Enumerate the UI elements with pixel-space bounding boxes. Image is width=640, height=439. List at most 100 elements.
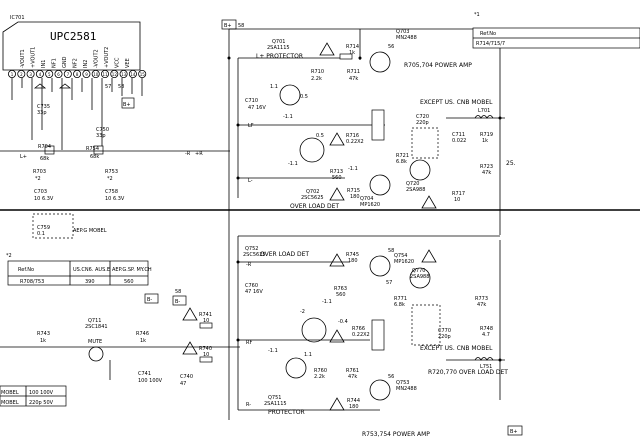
- l701-ref: L701: [478, 108, 490, 114]
- protector-bottom: PROTECTOR: [268, 409, 305, 416]
- r704-ref: R704: [38, 144, 51, 150]
- ref-table-left-h2: AEP.G.SP. MY.CH: [112, 267, 152, 273]
- r716-symbol: [371, 109, 385, 141]
- r715-ref: R715: [347, 188, 360, 194]
- ic-pin-label: IN1: [41, 60, 47, 68]
- ic-pin-number: 13: [121, 72, 127, 77]
- q711-symbol: [88, 346, 104, 362]
- val-25: 25.: [506, 160, 516, 167]
- c720-val: 220p: [416, 120, 429, 126]
- ic-pin-label: -VOUT1: [20, 49, 26, 68]
- r721-ref: R721: [396, 153, 409, 159]
- r710-ref: R710: [311, 69, 324, 75]
- q720-type: 2SA988: [406, 187, 425, 193]
- q720-ref: Q720: [406, 181, 419, 187]
- q702-symbol: [299, 137, 325, 163]
- r754-val: 68k: [90, 154, 99, 160]
- r740-ref: R740: [199, 346, 212, 352]
- ic-pin-circle: [138, 70, 147, 79]
- lf-label: LF: [248, 123, 254, 129]
- r704-val: 68k: [40, 156, 49, 162]
- c710-ref: C710: [245, 98, 258, 104]
- r748-ref: R748: [480, 326, 493, 332]
- q701-type: 2SA1115: [267, 45, 290, 51]
- r723-val: 47k: [482, 170, 491, 176]
- rail-wires: [228, 28, 500, 420]
- r745-val: 180: [348, 258, 358, 264]
- ic-pin-label: +VOUT2: [104, 47, 110, 68]
- ic-pin-label: -VOUT2: [94, 49, 100, 68]
- r703-val: *2: [35, 176, 41, 182]
- c740-ref: C740: [180, 374, 193, 380]
- c759-val: 0.1: [37, 231, 45, 237]
- l701-symbol: [474, 115, 494, 119]
- aep-dashed-box: [32, 213, 74, 239]
- c710-val: 47 16V: [248, 105, 266, 111]
- q704-type: MP1620: [360, 202, 380, 208]
- ref-table-top-header: Ref.No: [480, 31, 496, 37]
- c758-val: 10 6.3V: [105, 196, 125, 202]
- c741-val: 100 100V: [138, 378, 163, 384]
- ic-pin-number: 9: [85, 72, 88, 77]
- ic-name: UPC2581: [50, 30, 96, 43]
- node-58-top: 58: [238, 23, 244, 29]
- warning-triangle-r766: [329, 329, 345, 343]
- ic-pin-circle: [54, 70, 63, 79]
- r771-val: 6.8k: [394, 302, 405, 308]
- r761-val: 47k: [348, 374, 357, 380]
- r710-val: 2.2k: [311, 76, 322, 82]
- r741-ref: R741: [199, 312, 212, 318]
- r717-val: 10: [454, 197, 460, 203]
- ic-pin-circle: [7, 70, 16, 79]
- b-minus-label-2: B-: [175, 299, 180, 305]
- ic-pin-circle: [45, 70, 54, 79]
- l-minus-label: L-: [248, 178, 253, 184]
- b-minus-box-2: [172, 295, 187, 306]
- ic-pin-number: 6: [57, 72, 60, 77]
- node-58-bminus: 58: [175, 289, 181, 295]
- ic-pin-circle: [35, 70, 44, 79]
- r721-val: 6.8k: [396, 159, 407, 165]
- node-57-mid: 57: [386, 280, 392, 286]
- r746-ref: R746: [136, 331, 149, 337]
- c703-val: 10 6.3V: [34, 196, 54, 202]
- node-58-mid: 58: [388, 248, 394, 254]
- ic-pin-label: NF1: [52, 58, 58, 68]
- q711-ref: Q711: [88, 318, 101, 324]
- ic-pin-circle: [63, 70, 72, 79]
- q770-type: 2SA988: [410, 274, 429, 280]
- ic-pin-circle: [101, 70, 110, 79]
- amp-wires: [237, 57, 500, 411]
- b-plus-label-top: B+: [224, 23, 232, 29]
- r748-val: 4.7: [482, 332, 490, 338]
- q701-ref: Q701: [272, 39, 285, 45]
- q753-symbol: [369, 379, 391, 401]
- r766-symbol: [371, 319, 385, 351]
- warning-triangle-r744: [329, 397, 345, 411]
- r714-symbol: [339, 53, 353, 60]
- q754-symbol: [369, 255, 391, 277]
- ic-pin-label: NF2: [73, 58, 79, 68]
- over-load-bottom: R720,770 OVER LOAD DET: [428, 369, 508, 376]
- r743-ref: R743: [37, 331, 50, 337]
- r746-val: 1k: [140, 338, 146, 344]
- volt-q702-a: 0.5: [316, 133, 324, 139]
- rf-label: RF: [246, 340, 252, 346]
- ic-pin-number: 5: [48, 72, 51, 77]
- mute-wires: [0, 346, 240, 380]
- c770-ref: C770: [438, 328, 451, 334]
- ic-pin-number: 12: [112, 72, 118, 77]
- q704-ref: Q704: [360, 196, 373, 202]
- q702-type: 2SC5625: [301, 195, 324, 201]
- volt-q751-a: -1.1: [268, 348, 278, 354]
- r716-ref: R716: [346, 133, 359, 139]
- l751-symbol: [474, 357, 494, 361]
- volt-q752-b: -2: [300, 309, 305, 315]
- warning-triangle-r714: [319, 42, 335, 56]
- volt-q752-c: -0.4: [338, 319, 348, 325]
- q703-symbol: [369, 51, 391, 73]
- ic-pin-circle: [17, 70, 26, 79]
- node-56-bottom: 56: [388, 374, 394, 380]
- volt-q701-b: 0.5: [300, 94, 308, 100]
